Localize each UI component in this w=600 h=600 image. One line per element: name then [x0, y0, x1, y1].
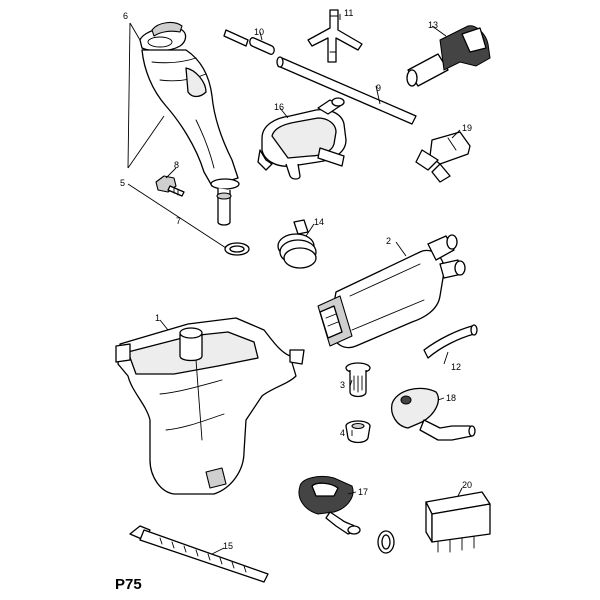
callout-labels: 6 5 7 8 10 11 9 13 16 19 14 2 1 12 3 18 … [120, 8, 472, 551]
part-9-hose[interactable] [276, 56, 417, 125]
part-12-hose-piece[interactable] [423, 324, 478, 359]
part-11-t-piece[interactable] [307, 9, 363, 63]
callout-15: 15 [223, 541, 233, 551]
callout-18: 18 [446, 393, 456, 403]
diagram-code: P75 [115, 576, 142, 593]
part-18-washer-jet[interactable] [390, 387, 476, 441]
callout-11: 11 [344, 8, 353, 18]
part-7-o-ring[interactable] [224, 242, 250, 256]
callout-2: 2 [386, 236, 391, 246]
callout-13: 13 [428, 20, 438, 30]
callout-7: 7 [176, 216, 181, 226]
callout-5: 5 [120, 178, 125, 188]
callout-1: 1 [155, 313, 160, 323]
part-20-relay[interactable] [425, 491, 491, 553]
callout-10: 10 [254, 27, 264, 37]
part-6-filler-cap[interactable] [139, 21, 187, 52]
callout-14: 14 [314, 217, 324, 227]
part-13-elbow-connector[interactable] [406, 25, 491, 87]
part-17-ring[interactable] [377, 530, 395, 554]
callout-12: 12 [451, 362, 461, 372]
part-5-filler-neck[interactable] [141, 49, 240, 226]
part-14-hose-clamp[interactable] [277, 219, 317, 269]
part-17-washer-jet[interactable] [298, 475, 361, 535]
callout-8: 8 [174, 160, 179, 170]
callout-19: 19 [462, 123, 472, 133]
callout-3: 3 [340, 380, 345, 390]
leader-lines [127, 14, 463, 555]
callout-16: 16 [274, 102, 284, 112]
part-2-washer-pump[interactable] [317, 234, 466, 349]
callout-17: 17 [358, 487, 368, 497]
callout-6: 6 [123, 11, 128, 21]
part-1-reservoir[interactable] [115, 317, 305, 495]
callout-20: 20 [462, 480, 472, 490]
part-19-bracket[interactable] [415, 131, 471, 183]
part-8-screw[interactable] [155, 175, 185, 197]
part-16-valve[interactable] [257, 97, 347, 180]
callout-4: 4 [340, 428, 345, 438]
part-3-grommet[interactable] [345, 362, 371, 398]
part-10-connector[interactable] [223, 29, 275, 55]
callout-9: 9 [376, 83, 381, 93]
part-15-cable-tie[interactable] [129, 525, 269, 583]
part-4-seal[interactable] [345, 420, 371, 444]
